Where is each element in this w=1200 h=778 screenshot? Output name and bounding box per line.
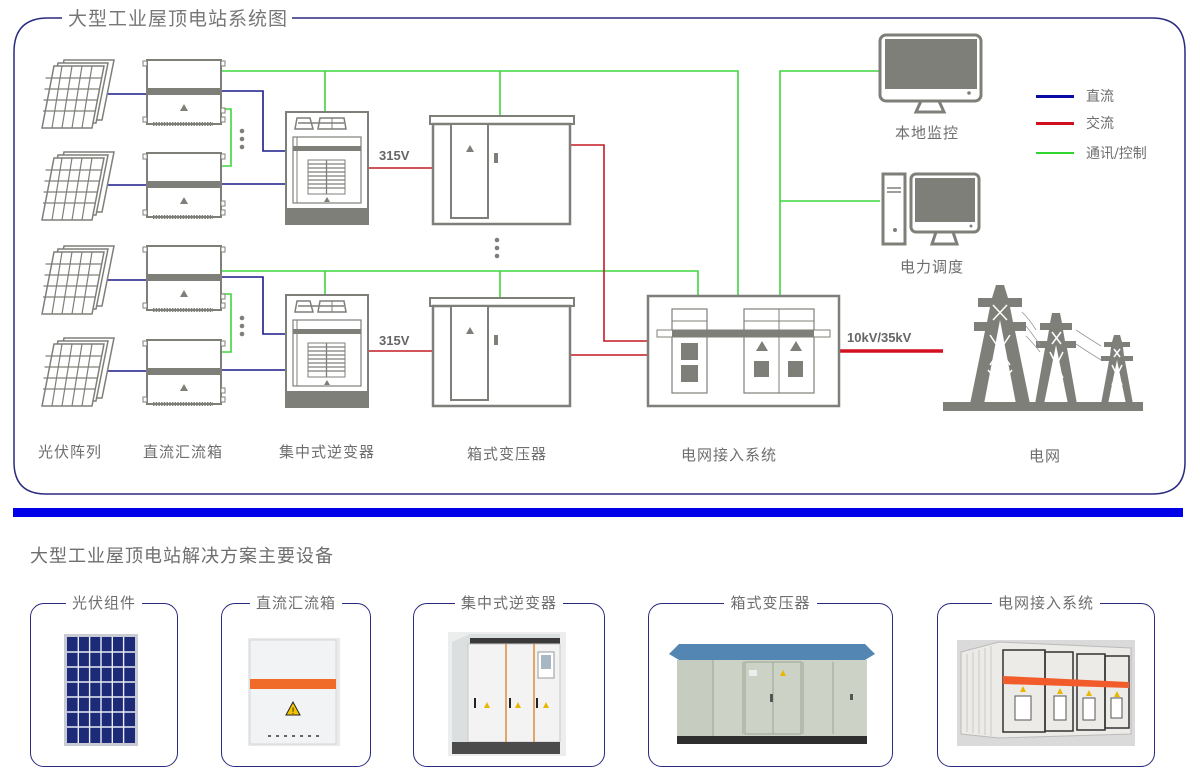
equipment-card-inverter: 集中式逆变器 <box>413 594 605 767</box>
diagram-frame <box>13 17 1186 495</box>
equipment-card-pv-module: 光伏组件 <box>30 594 178 767</box>
system-diagram <box>13 17 1186 495</box>
grid-container-icon <box>957 640 1135 746</box>
combiner-box-icon: ! <box>248 638 340 746</box>
stage-label-dc-combiner: 直流汇流箱 <box>143 443 224 461</box>
card-title: 箱式变压器 <box>724 594 817 612</box>
legend-item-comm: 通讯/控制 <box>1036 143 1147 163</box>
legend-label-dc: 直流 <box>1086 89 1114 105</box>
svg-text:!: ! <box>291 707 295 717</box>
ac-lines <box>367 144 648 356</box>
equipment-card-grid-access: 电网接入系统 <box>937 594 1155 767</box>
pv-array-icon <box>41 59 115 129</box>
section-divider <box>13 508 1183 517</box>
voltage-label-inverter-top: 315V <box>379 148 410 163</box>
local-monitor-label: 本地监控 <box>895 124 960 142</box>
card-title: 直流汇流箱 <box>249 594 342 612</box>
equipment-card-transformer: 箱式变压器 <box>648 594 893 767</box>
equipment-card-dc-combiner: 直流汇流箱 ! <box>221 594 371 767</box>
card-title: 光伏组件 <box>65 594 142 612</box>
legend-item-dc: 直流 <box>1036 86 1114 106</box>
legend-label-comm: 通讯/控制 <box>1086 146 1147 162</box>
legend-swatch-ac <box>1036 121 1074 125</box>
voltage-label-grid: 10kV/35kV <box>847 330 912 345</box>
stage-label-inverter: 集中式逆变器 <box>279 443 376 461</box>
grid-access-icon <box>646 294 841 408</box>
stage-label-pv-array: 光伏阵列 <box>38 443 103 461</box>
solar-panel-icon <box>64 634 138 746</box>
equipment-section-title: 大型工业屋顶电站解决方案主要设备 <box>30 546 334 567</box>
voltage-label-inverter-bottom: 315V <box>379 333 410 348</box>
box-transformer-icon <box>669 644 875 744</box>
comm-lines <box>221 70 880 353</box>
ellipsis-icon <box>239 128 500 337</box>
stage-label-grid-access: 电网接入系统 <box>681 446 778 464</box>
dc-combiner-icon <box>141 244 227 312</box>
stage-label-transformer: 箱式变压器 <box>467 445 548 463</box>
inverter-cabinet-icon <box>448 632 566 756</box>
pv-array-icon <box>41 151 115 221</box>
pv-array-icon <box>41 245 115 315</box>
dc-combiner-icon <box>141 338 227 406</box>
inverter-icon <box>285 111 369 225</box>
legend-swatch-dc <box>1036 94 1074 98</box>
legend-label-ac: 交流 <box>1086 116 1114 132</box>
dc-combiner-icon <box>141 58 227 126</box>
card-title: 电网接入系统 <box>991 594 1100 612</box>
stage-label-grid: 电网 <box>1029 447 1062 465</box>
power-tower-icon <box>943 285 1143 411</box>
dispatch-label: 电力调度 <box>900 258 965 276</box>
legend-item-ac: 交流 <box>1036 113 1114 133</box>
legend-swatch-comm <box>1036 152 1074 154</box>
dc-combiner-icon <box>141 151 227 219</box>
dc-lines <box>102 90 286 372</box>
transformer-icon <box>428 296 576 408</box>
pv-array-icon <box>41 337 115 407</box>
inverter-icon <box>285 294 369 408</box>
local-monitor-icon <box>878 33 983 114</box>
transformer-icon <box>428 114 576 226</box>
card-title: 集中式逆变器 <box>454 594 563 612</box>
dispatch-computer-icon <box>881 172 981 246</box>
diagram-title: 大型工业屋顶电站系统图 <box>64 4 293 31</box>
